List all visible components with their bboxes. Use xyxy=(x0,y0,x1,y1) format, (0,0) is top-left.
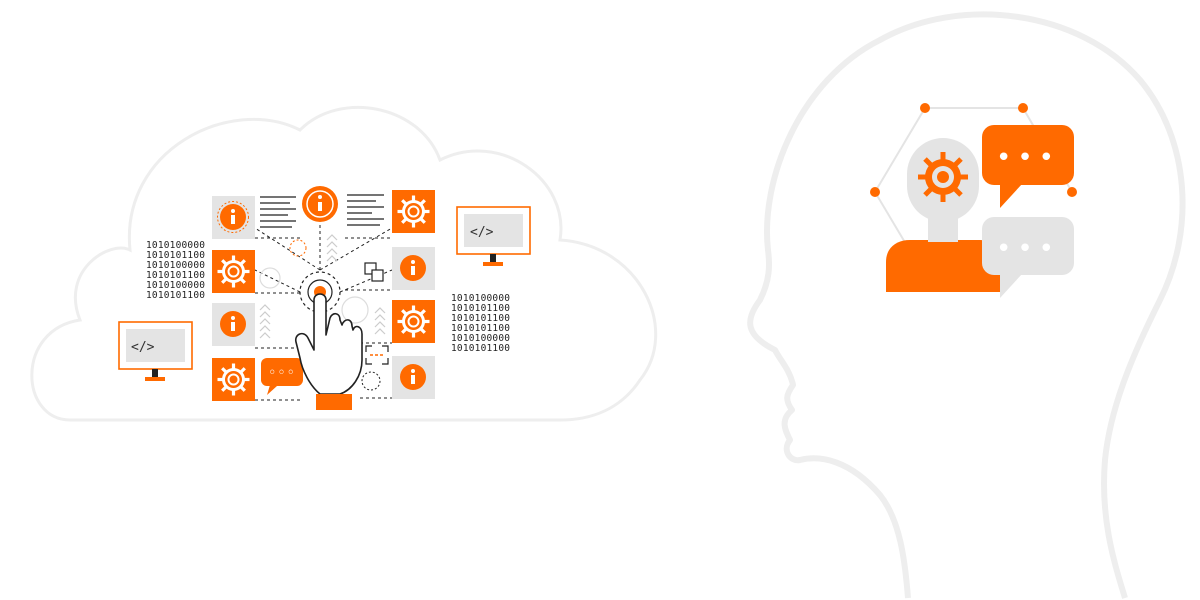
info-icon xyxy=(231,322,235,331)
network-node xyxy=(1067,187,1077,197)
svg-text:</>: </> xyxy=(470,225,494,240)
gear-tile xyxy=(392,300,435,343)
svg-text:1010101100: 1010101100 xyxy=(451,313,510,324)
gear-tile xyxy=(392,190,435,233)
info-tile xyxy=(392,247,435,290)
info-tile xyxy=(302,186,338,222)
info-tile xyxy=(392,356,435,399)
svg-text:1010100000: 1010100000 xyxy=(146,280,205,291)
network-node xyxy=(1018,103,1028,113)
chat-bubble-icon: ••• xyxy=(982,125,1074,208)
chat-dots: ◦◦◦ xyxy=(268,365,296,381)
document-lines-icon xyxy=(347,194,384,226)
select-frame-icon xyxy=(365,345,389,365)
network-node xyxy=(920,103,930,113)
svg-text:1010101100: 1010101100 xyxy=(146,290,205,301)
info-icon xyxy=(231,215,235,224)
cloud-outline-icon xyxy=(30,105,658,422)
human-head-outline-icon xyxy=(747,11,1186,599)
info-icon xyxy=(411,375,415,384)
deco-circle xyxy=(361,371,381,391)
svg-text:1010101100: 1010101100 xyxy=(451,343,510,354)
gear-tile xyxy=(212,250,255,293)
monitor-icon: </> xyxy=(456,206,531,266)
network-node xyxy=(870,187,880,197)
svg-text:1010101100: 1010101100 xyxy=(146,270,205,281)
svg-text:1010100000: 1010100000 xyxy=(451,293,510,304)
gear-tile xyxy=(212,358,255,401)
monitor-icon: </> xyxy=(118,321,193,381)
svg-text:1010100000: 1010100000 xyxy=(146,240,205,251)
svg-text:1010100000: 1010100000 xyxy=(451,333,510,344)
pointing-hand-icon xyxy=(294,293,363,410)
info-icon xyxy=(411,266,415,275)
document-lines-icon xyxy=(260,196,296,228)
binary-block-left: 1010100000 1010101100 1010100000 1010101… xyxy=(146,240,205,301)
robot-head-icon xyxy=(886,138,1000,292)
svg-text:1010100000: 1010100000 xyxy=(146,260,205,271)
svg-text:1010101100: 1010101100 xyxy=(146,250,205,261)
svg-text:1010101100: 1010101100 xyxy=(451,323,510,334)
svg-text:1010101100: 1010101100 xyxy=(451,303,510,314)
chat-bubble-icon: ◦◦◦ xyxy=(261,358,303,395)
deco-circle xyxy=(259,267,281,289)
deco-circle xyxy=(341,296,369,324)
info-tile xyxy=(212,196,255,239)
chevron-up-stack xyxy=(259,234,386,339)
bubble-dots: ••• xyxy=(996,234,1060,264)
binary-block-right: 1010100000 1010101100 1010101100 1010101… xyxy=(451,293,510,354)
info-icon xyxy=(318,202,322,211)
deco-circle xyxy=(289,239,307,257)
info-tile xyxy=(212,303,255,346)
connection-lines xyxy=(254,225,393,401)
bubble-dots: ••• xyxy=(996,143,1060,173)
chat-bubble-icon: ••• xyxy=(982,217,1074,298)
overlap-squares-icon xyxy=(364,262,384,282)
svg-text:</>: </> xyxy=(131,340,155,355)
